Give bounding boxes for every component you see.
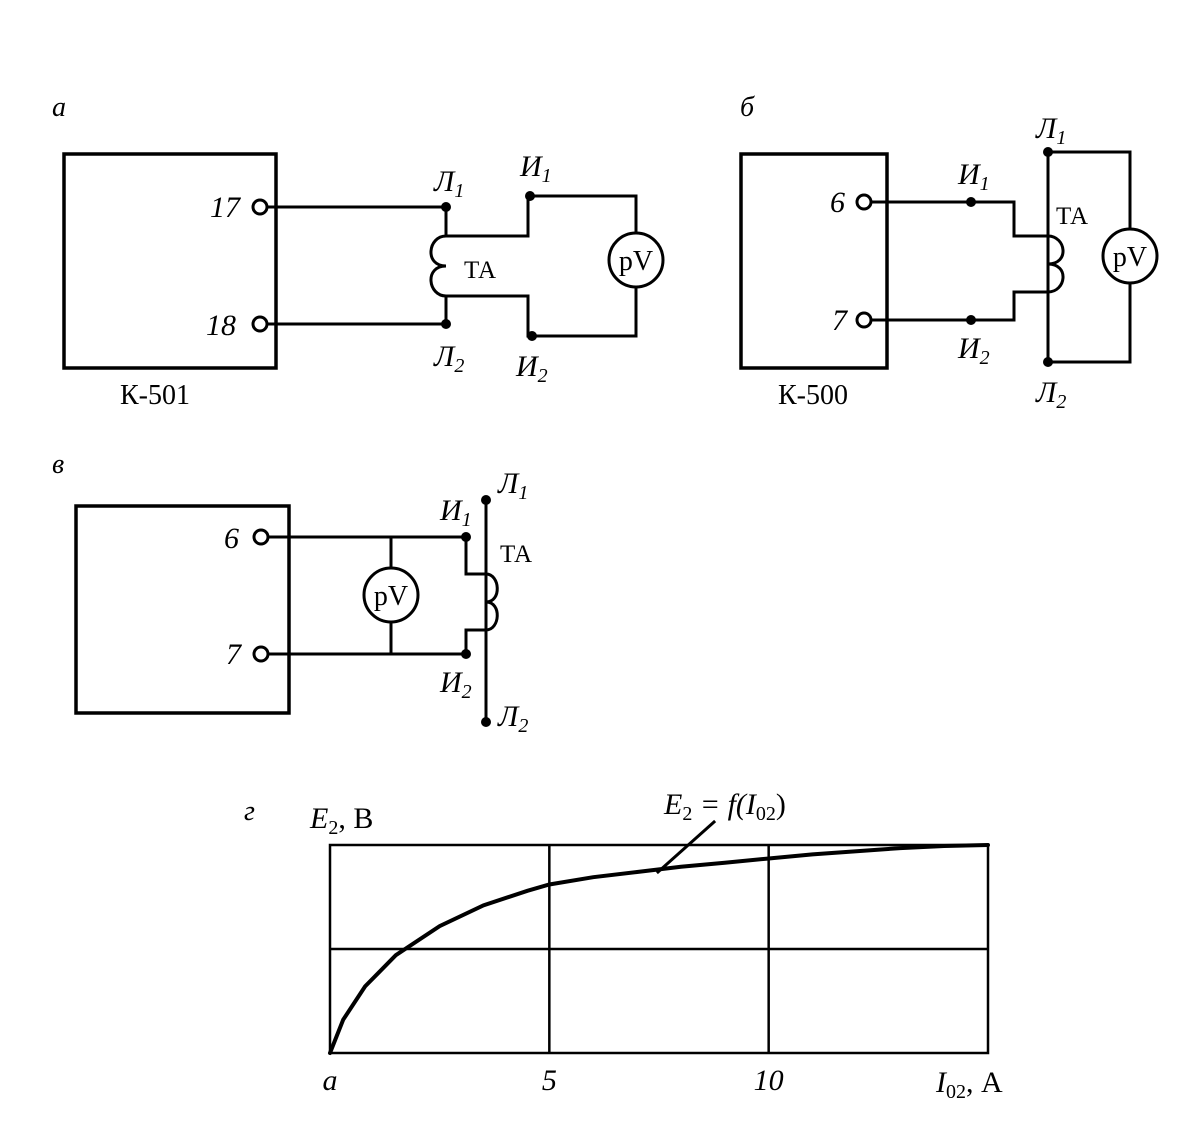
voltmeter-label: pV [619, 246, 653, 277]
node-dot-icon [1043, 147, 1053, 157]
ct-winding-icon [429, 234, 447, 298]
terminal-label-7: 7 [832, 304, 849, 337]
terminal-i2-label: И2 [515, 350, 548, 387]
x-tick-label: 10 [754, 1064, 784, 1097]
terminal-label-18: 18 [206, 309, 236, 342]
node-dot-icon [481, 495, 491, 505]
device-box-k500 [739, 152, 889, 370]
node-dot-icon [527, 331, 537, 341]
curve-label: E2 = f(I02) [663, 788, 786, 825]
wire-7-i2 [869, 290, 1050, 322]
ct-label: ТА [500, 541, 532, 568]
terminal-l2-label: Л2 [433, 340, 464, 377]
terminal-l2-label: Л2 [497, 700, 528, 737]
terminal-6-icon [252, 528, 270, 546]
chart-e2-vs-i02: г E2, В E2 = f(I02) а 5 10 I02, А [244, 788, 1003, 1103]
terminal-l1-label: Л1 [1035, 112, 1066, 149]
terminal-label-6: 6 [830, 186, 845, 219]
terminal-l1-label: Л1 [497, 467, 528, 504]
diagram-b: б К-500 6 7 pV ТА Л1 Л2 И1 И2 [739, 92, 1159, 413]
terminal-i1-label: И1 [439, 494, 472, 531]
terminal-7-icon [252, 645, 270, 663]
node-dot-icon [966, 197, 976, 207]
terminal-i1-label: И1 [519, 150, 552, 187]
device-label-k501: К-501 [120, 380, 190, 411]
chart-grid [328, 843, 990, 1055]
x-axis-label: I02, А [935, 1066, 1003, 1103]
ct-winding-icon [485, 572, 499, 632]
wire-7-i2 [266, 628, 488, 656]
terminal-label-7: 7 [226, 638, 243, 671]
ct-winding-icon [1047, 234, 1065, 294]
wire-6-i1 [266, 535, 488, 576]
curve-label-leader [655, 819, 717, 875]
device-label-k500: К-500 [778, 380, 848, 411]
wire-l2-meter [1046, 282, 1132, 364]
device-box-k501 [62, 152, 278, 370]
chart-ticks: а 5 10 [323, 1064, 784, 1097]
y-axis-label: E2, В [309, 802, 373, 839]
terminal-6-icon [855, 193, 873, 211]
voltmeter-label: pV [1113, 242, 1147, 273]
terminal-7-icon [855, 311, 873, 329]
node-dot-icon [481, 717, 491, 727]
wire-l1-meter [1046, 150, 1132, 230]
voltmeter-b-icon [1101, 227, 1159, 285]
node-dot-icon [966, 315, 976, 325]
series-line [328, 843, 990, 1055]
diagram-v: в 6 7 pV ТА Л1 Л2 И1 И2 [52, 449, 532, 737]
wire-18-l2 [266, 294, 448, 326]
voltmeter-label: pV [374, 581, 408, 612]
terminal-17-icon [251, 198, 269, 216]
terminal-label-6: 6 [224, 522, 239, 555]
wire-17-l1 [266, 205, 448, 238]
terminal-i2-label: И2 [957, 332, 990, 369]
x-tick-label: 5 [542, 1064, 557, 1097]
node-dot-icon [1043, 357, 1053, 367]
node-dot-icon [441, 319, 451, 329]
terminal-i2-label: И2 [439, 666, 472, 703]
wire-i2-meter [444, 286, 638, 338]
chart-marks [328, 843, 990, 1055]
node-dot-icon [461, 649, 471, 659]
terminal-18-icon [251, 315, 269, 333]
terminal-i1-label: И1 [957, 158, 990, 195]
wire-6-i1 [869, 200, 1050, 238]
node-dot-icon [441, 202, 451, 212]
ct-label: ТА [1056, 203, 1088, 230]
node-dot-icon [525, 191, 535, 201]
x-tick-label: а [323, 1064, 338, 1097]
panel-label-b: б [740, 92, 755, 123]
voltmeter-v-icon [362, 566, 420, 624]
panel-label-g: г [244, 796, 255, 827]
diagram-a: а К-501 17 18 pV ТА Л1 Л2 И1 И2 [52, 92, 665, 411]
panel-label-a: а [52, 92, 66, 123]
wire-i1-meter [444, 194, 638, 238]
voltmeter-a-icon [607, 231, 665, 289]
ct-label: ТА [464, 257, 496, 284]
terminal-l2-label: Л2 [1035, 376, 1066, 413]
device-box-v [74, 504, 291, 715]
terminal-label-17: 17 [210, 191, 242, 224]
panel-label-v: в [52, 449, 64, 480]
node-dot-icon [461, 532, 471, 542]
terminal-l1-label: Л1 [433, 165, 464, 202]
